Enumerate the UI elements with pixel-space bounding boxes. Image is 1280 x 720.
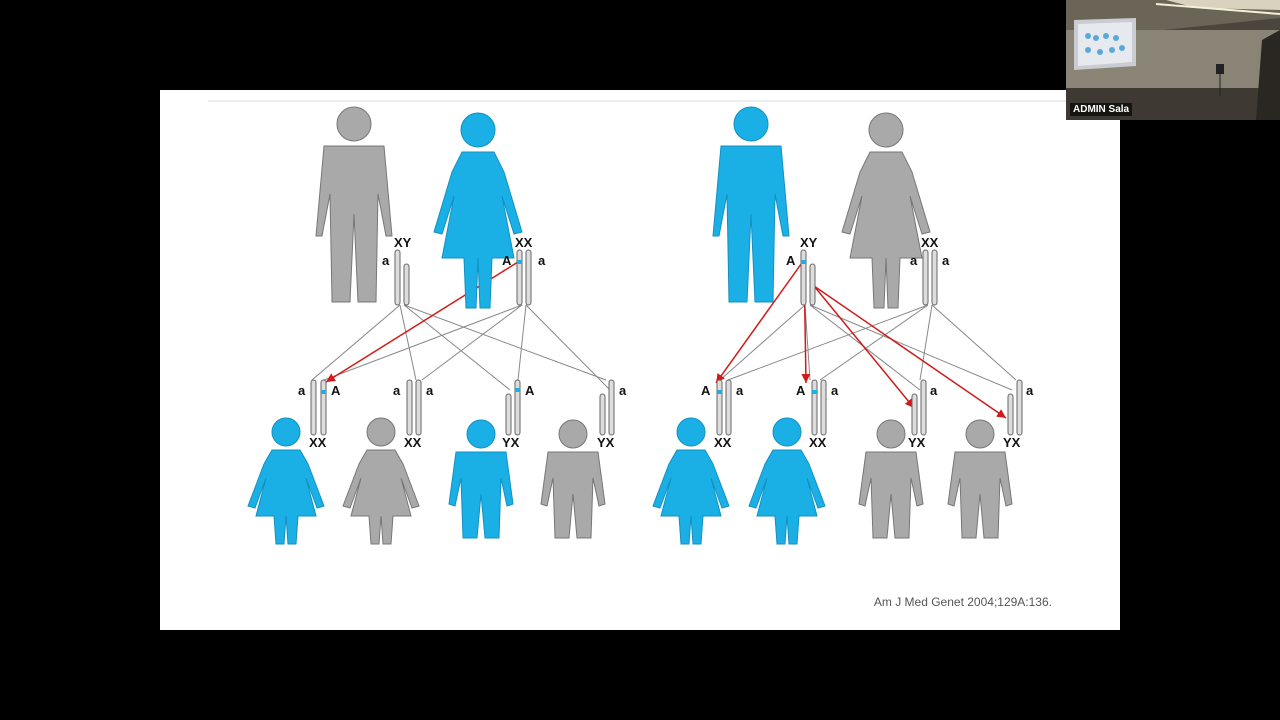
left-inheritance-lines xyxy=(311,304,611,391)
svg-text:A: A xyxy=(525,383,535,398)
svg-text:YX: YX xyxy=(908,435,926,450)
citation-text: Am J Med Genet 2004;129A:136. xyxy=(873,595,1052,609)
left-mother-allele-right: a xyxy=(538,253,546,268)
svg-text:a: a xyxy=(298,383,306,398)
left-mother-allele-left: A xyxy=(502,253,512,268)
right-mother-allele-left: a xyxy=(910,253,918,268)
svg-text:YX: YX xyxy=(597,435,615,450)
chromosome xyxy=(922,249,929,306)
left-child-4-chromosomes: a YX xyxy=(597,379,627,450)
right-inheritance-lines xyxy=(719,304,1017,391)
right-child-1-chromosomes: A a XX xyxy=(701,379,744,450)
left-mother-genotype: XX xyxy=(515,235,533,250)
left-child-3-chromosomes: A YX xyxy=(502,379,535,450)
svg-text:YX: YX xyxy=(1003,435,1021,450)
left-mother-figure xyxy=(433,112,523,309)
svg-text:a: a xyxy=(736,383,744,398)
svg-text:XX: XX xyxy=(714,435,732,450)
presentation-slide: XY a XX A a a A XX a a xyxy=(160,90,1120,630)
chromosome xyxy=(809,263,816,306)
chromosome xyxy=(403,263,410,306)
left-family: XY a XX A a a A XX a a xyxy=(247,106,627,545)
right-father-figure xyxy=(712,106,790,303)
participant-name-label: ADMIN Sala xyxy=(1070,103,1133,116)
right-child-4-chromosomes: a YX xyxy=(1003,379,1034,450)
svg-text:YX: YX xyxy=(502,435,520,450)
left-child-2-chromosomes: a a XX xyxy=(393,379,434,450)
right-child-2-chromosomes: A a XX xyxy=(796,379,839,450)
left-child-1-chromosomes: a A XX xyxy=(298,379,341,450)
chromosome xyxy=(931,249,938,306)
chromosome xyxy=(800,249,807,306)
svg-text:XX: XX xyxy=(404,435,422,450)
svg-text:a: a xyxy=(426,383,434,398)
svg-text:a: a xyxy=(393,383,401,398)
right-child-3-chromosomes: a YX xyxy=(908,379,938,450)
right-mother-allele-right: a xyxy=(942,253,950,268)
conference-room-video xyxy=(1066,0,1280,120)
svg-text:a: a xyxy=(619,383,627,398)
right-father-allele: A xyxy=(786,253,796,268)
left-father-genotype: XY xyxy=(394,235,412,250)
svg-text:a: a xyxy=(1026,383,1034,398)
svg-text:XX: XX xyxy=(809,435,827,450)
left-father-figure xyxy=(315,106,393,303)
chromosome xyxy=(394,249,401,306)
svg-text:a: a xyxy=(831,383,839,398)
chromosome xyxy=(525,249,532,306)
left-father-allele: a xyxy=(382,253,390,268)
svg-text:XX: XX xyxy=(309,435,327,450)
svg-text:a: a xyxy=(930,383,938,398)
svg-text:A: A xyxy=(701,383,711,398)
svg-text:A: A xyxy=(331,383,341,398)
inheritance-diagram: XY a XX A a a A XX a a xyxy=(208,100,1090,545)
right-family: XY A XX a a A a XX A a xyxy=(652,106,1034,545)
left-child-4-figure xyxy=(540,419,606,539)
participant-video-tile[interactable]: ADMIN Sala xyxy=(1066,0,1280,120)
right-father-genotype: XY xyxy=(800,235,818,250)
right-mother-genotype: XX xyxy=(921,235,939,250)
svg-text:A: A xyxy=(796,383,806,398)
right-mother-figure xyxy=(841,112,931,309)
chromosome xyxy=(516,249,523,306)
